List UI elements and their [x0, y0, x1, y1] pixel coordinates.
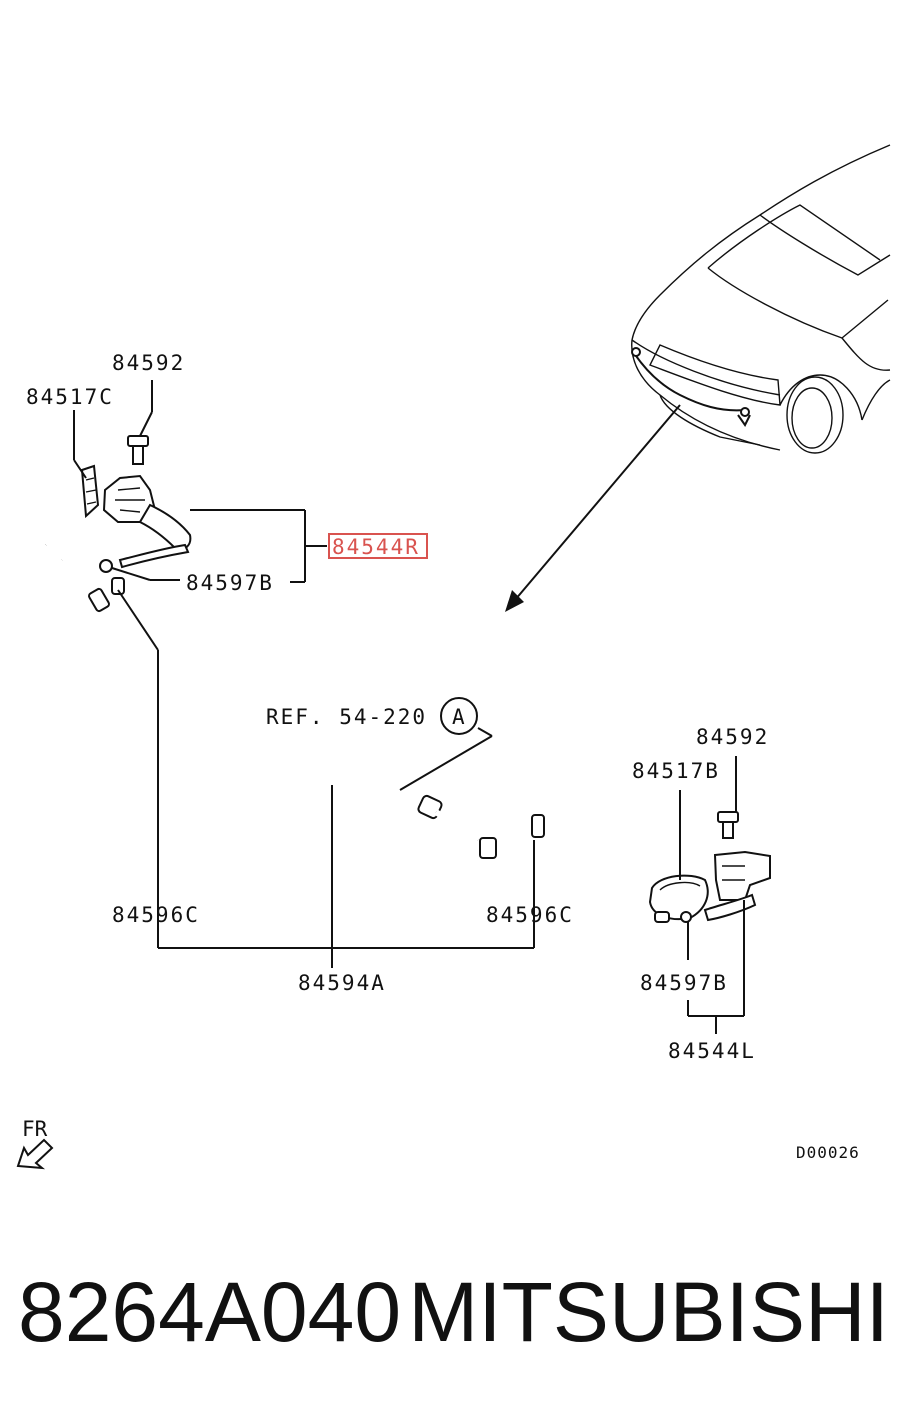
label-reference-circle: A: [452, 705, 465, 729]
diagram-code: D00026: [796, 1143, 860, 1162]
leader-lines: [73, 380, 745, 1034]
label-joint-left: 84596C: [112, 903, 200, 927]
brand-name: MITSUBISHI: [408, 1265, 889, 1359]
label-nozzle-right: 84544L: [668, 1039, 756, 1063]
front-indicator-text: FR: [22, 1117, 48, 1141]
label-nozzle-left[interactable]: 84544R: [332, 535, 420, 559]
car-illustration: [631, 144, 891, 454]
label-bracket-left: 84517C: [26, 385, 114, 409]
label-bracket-right: 84517B: [632, 759, 720, 783]
washer-hose: [40, 543, 665, 926]
front-indicator: FR: [16, 1117, 54, 1170]
label-bolt-left: 84592: [112, 351, 185, 375]
label-reference: REF. 54-220: [266, 705, 427, 729]
part-number: 8264A040: [18, 1265, 402, 1359]
label-joint-right: 84596C: [486, 903, 574, 927]
reference-circle: [440, 697, 478, 735]
footer: 8264A040 MITSUBISHI: [0, 1262, 909, 1362]
label-hose-assembly: 84594A: [298, 971, 386, 995]
label-clip-left: 84597B: [186, 571, 274, 595]
highlight-box: [328, 533, 428, 559]
label-bolt-right: 84592: [696, 725, 769, 749]
front-arrow-icon: [16, 1138, 54, 1170]
left-nozzle-assembly: [80, 435, 192, 573]
direction-arrow: [505, 404, 681, 612]
label-clip-right: 84597B: [640, 971, 728, 995]
parts-diagram: 84592 84517C 84544R 84597B REF. 54-220 A…: [16, 144, 891, 1170]
right-nozzle-assembly: [648, 811, 771, 923]
